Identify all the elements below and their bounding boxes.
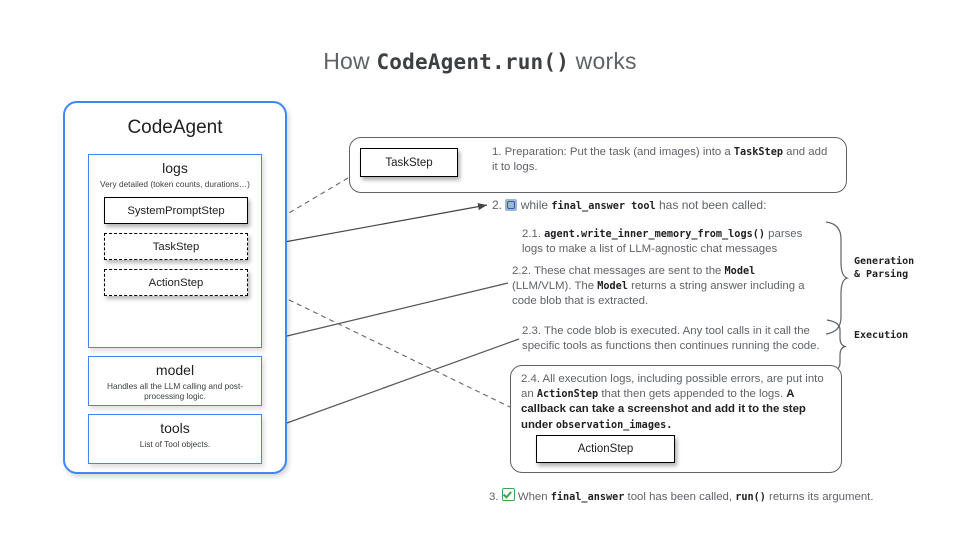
step2-text: 2. while final_answer tool has not been …: [492, 198, 832, 214]
label-generation-line1: Generation: [854, 256, 915, 267]
step22-c: returns a string answer including a code…: [512, 280, 805, 308]
model-desc: Handles all the LLM calling and post-pro…: [106, 381, 244, 401]
title-suffix: works: [569, 48, 637, 74]
node-taskstep[interactable]: TaskStep: [360, 148, 458, 177]
logs-subtitle: Very detailed (token counts, durations…): [100, 179, 250, 189]
log-chip-systempromptstep[interactable]: SystemPromptStep: [104, 197, 248, 224]
step22-num: 2.2.: [512, 265, 531, 277]
title-prefix: How: [323, 48, 377, 74]
step3-code1: final_answer: [550, 492, 625, 503]
step24-num: 2.4.: [521, 373, 540, 385]
step2-code: final_answer tool: [551, 201, 656, 212]
node-actionstep[interactable]: ActionStep: [536, 435, 675, 463]
step1-b: and add it to logs.: [492, 146, 828, 174]
step24-a: All execution logs, including possible e…: [521, 373, 824, 401]
codeagent-panel: CodeAgent logs Very detailed (token coun…: [63, 101, 287, 474]
step22-text: 2.2. These chat messages are sent to the…: [512, 264, 812, 310]
step23-num: 2.3.: [522, 325, 541, 337]
step1-a: Preparation: Put the task (and images) i…: [504, 146, 734, 158]
step22-b: (LLM/VLM). The: [512, 280, 598, 293]
step1-code: TaskStep: [733, 147, 783, 158]
arrow-actionstep-to-logs-dashed: [249, 280, 513, 409]
codeagent-title: CodeAgent: [127, 117, 223, 138]
step3-num: 3.: [489, 491, 499, 503]
logs-title: logs: [162, 160, 188, 176]
arrow-tools-to-step23: [261, 338, 520, 433]
loop-icon: [505, 199, 518, 211]
arrow-logs-to-step2: [256, 203, 488, 248]
step23-text: 2.3. The code blob is executed. Any tool…: [522, 324, 822, 354]
step22-code2: Model: [597, 281, 628, 293]
step24-code2: observation_images.: [555, 419, 673, 431]
label-execution: Execution: [854, 330, 909, 341]
log-chip-taskstep[interactable]: TaskStep: [104, 233, 248, 260]
step24-b: that then gets appended to the logs.: [598, 388, 787, 401]
step1-num: 1.: [492, 146, 502, 158]
logs-box: logs Very detailed (token counts, durati…: [88, 154, 262, 348]
step3-text: 3. When final_answer tool has been calle…: [489, 488, 929, 505]
step2-b: has not been called:: [655, 198, 767, 212]
step3-a: When: [517, 491, 551, 503]
check-icon: [501, 488, 515, 501]
step24-text: 2.4. All execution logs, including possi…: [521, 372, 826, 433]
step2-num: 2.: [492, 198, 503, 212]
step21-body: parses logs to make a list of LLM-agnost…: [522, 228, 803, 256]
step21-code: agent.write_inner_memory_from_logs(): [544, 229, 765, 240]
step23-body: The code blob is executed. Any tool call…: [522, 325, 820, 353]
model-title: model: [155, 362, 195, 378]
bracket-generation: [825, 221, 849, 335]
step3-c: returns its argument.: [765, 491, 874, 503]
step22-code1: Model: [724, 266, 756, 277]
step24-bold: A callback can take a screenshot and add…: [521, 388, 806, 431]
step22-a: These chat messages are sent to the: [531, 265, 725, 277]
title-code: CodeAgent.run(): [376, 50, 570, 74]
page-title: How CodeAgent.run() works: [0, 48, 960, 75]
step3-code2: run(): [735, 492, 766, 503]
step21-num: 2.1.: [522, 228, 541, 240]
tools-title: tools: [160, 420, 190, 436]
tools-desc: List of Tool objects.: [139, 439, 211, 449]
tools-box: tools List of Tool objects.: [88, 414, 262, 464]
model-box: model Handles all the LLM calling and po…: [88, 356, 262, 406]
step24-code1: ActionStep: [536, 389, 599, 401]
step1-text: 1. Preparation: Put the task (and images…: [492, 145, 834, 175]
label-generation-line2: & Parsing: [854, 268, 909, 280]
step21-text: 2.1. agent.write_inner_memory_from_logs(…: [522, 227, 812, 257]
label-generation-parsing: Generation & Parsing: [854, 256, 914, 281]
step3-b: tool has been called,: [624, 491, 736, 503]
arrow-model-to-step22: [261, 282, 509, 344]
step2-a: while: [520, 198, 552, 212]
step1-container: [349, 137, 847, 193]
log-chip-actionstep[interactable]: ActionStep: [104, 269, 248, 296]
